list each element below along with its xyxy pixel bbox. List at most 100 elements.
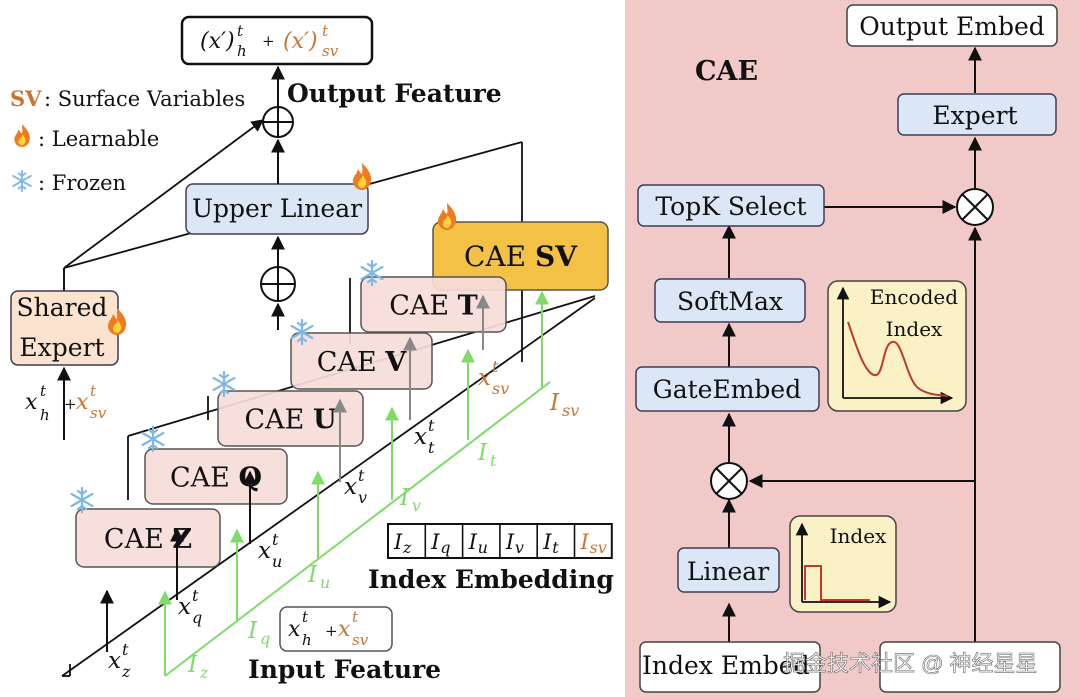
- output-feature-label: Output Feature: [287, 79, 502, 108]
- svg-text:I: I: [549, 390, 560, 416]
- svg-text:q: q: [192, 608, 202, 627]
- svg-text:t: t: [352, 608, 359, 626]
- softmax-box: [654, 278, 806, 323]
- legend-snowflake-icon: [12, 169, 32, 193]
- svg-text:sv: sv: [322, 42, 339, 60]
- index-plot-label: Index: [830, 524, 887, 548]
- svg-text:sv: sv: [590, 538, 607, 557]
- softmax-label: SoftMax: [677, 287, 783, 316]
- svg-text:I: I: [468, 530, 478, 554]
- svg-text:x: x: [258, 538, 271, 564]
- svg-text:v: v: [358, 488, 367, 507]
- upper-linear-flame-icon: [353, 163, 372, 190]
- svg-text:v: v: [515, 538, 524, 557]
- index-embedding-label: Index Embedding: [368, 565, 614, 594]
- expert-label: Expert: [932, 101, 1017, 130]
- cae-box-t: CAE T: [360, 259, 507, 333]
- svg-text:t: t: [90, 382, 97, 400]
- svg-text:q: q: [260, 629, 270, 648]
- svg-text:x: x: [108, 648, 121, 674]
- gate-embed-label: GateEmbed: [653, 375, 801, 404]
- input-feature-label: Input Feature: [248, 655, 441, 684]
- cae-box-sv-label: CAE SV: [464, 240, 578, 273]
- gate-embed-box: [635, 366, 820, 412]
- svg-text:+: +: [262, 32, 275, 50]
- svg-text:t: t: [552, 538, 559, 557]
- legend-learnable-text: : Learnable: [38, 127, 159, 151]
- shared-input-formula: x t h + x t sv: [25, 382, 107, 424]
- upper-linear-label: Upper Linear: [192, 194, 362, 223]
- svg-text:z: z: [121, 662, 131, 681]
- legend-sv-key: SV: [10, 86, 42, 111]
- svg-text:x: x: [414, 424, 427, 450]
- index-embed-box: [639, 641, 821, 693]
- linear-box: [677, 547, 780, 593]
- index-diagonal-line: [164, 381, 551, 677]
- topk-select-label: TopK Select: [655, 192, 806, 221]
- svg-text:z: z: [199, 663, 209, 682]
- legend-frozen-text: : Frozen: [38, 171, 126, 195]
- svg-text:x: x: [25, 390, 38, 415]
- svg-text:t: t: [428, 416, 435, 435]
- index-step-plot: Index: [789, 515, 897, 613]
- svg-text:u: u: [478, 538, 488, 557]
- input-formula-box: [279, 606, 393, 652]
- cae-sv-flame-icon: [438, 203, 457, 230]
- input-formula: x t h + x t sv: [288, 608, 369, 649]
- svg-text:x: x: [338, 617, 351, 642]
- svg-text:x: x: [344, 474, 357, 500]
- svg-text:t: t: [492, 357, 499, 376]
- cae-box-sv: CAE SV: [432, 203, 609, 291]
- mid-sum-node: [260, 266, 296, 302]
- shared-expert-label-line1: Shared: [17, 293, 108, 322]
- svg-text:sv: sv: [352, 631, 369, 649]
- index-embed-label: Index Embed: [642, 651, 810, 680]
- cae-box-q-label: CAE Q: [170, 463, 262, 494]
- right-flow-lines: [722, 46, 982, 644]
- top-sum-node: [262, 106, 294, 138]
- input-feature-box-right: [879, 641, 1061, 693]
- output-embed-box: [846, 4, 1058, 47]
- output-embed-label: Output Embed: [859, 12, 1045, 41]
- svg-text:x: x: [478, 365, 491, 391]
- cae-box-z: CAE Z: [70, 486, 221, 568]
- svg-text:t: t: [40, 382, 47, 400]
- svg-text:t: t: [490, 451, 497, 470]
- svg-text:t: t: [272, 530, 279, 549]
- expert-box: [897, 93, 1057, 136]
- svg-text:I: I: [430, 530, 440, 554]
- svg-text:x: x: [76, 390, 89, 415]
- svg-text:(x′): (x′): [283, 29, 318, 54]
- cae-title: CAE: [695, 56, 758, 87]
- shared-expert-label-line2: Expert: [19, 333, 104, 362]
- svg-text:t: t: [428, 438, 435, 457]
- svg-text:h: h: [40, 406, 50, 424]
- output-formula: (x′) t h + (x′) t sv: [200, 22, 339, 60]
- cae-box-z-label: CAE Z: [104, 524, 192, 555]
- linear-label: Linear: [687, 557, 769, 586]
- svg-text:I: I: [505, 530, 515, 554]
- svg-text:x: x: [288, 617, 301, 642]
- svg-text:u: u: [320, 573, 330, 592]
- legend-sv-text: : Surface Variables: [44, 87, 245, 111]
- encoded-index-curve: [847, 321, 949, 397]
- cae-box-q: CAE Q: [141, 425, 288, 505]
- svg-text:t: t: [358, 466, 365, 485]
